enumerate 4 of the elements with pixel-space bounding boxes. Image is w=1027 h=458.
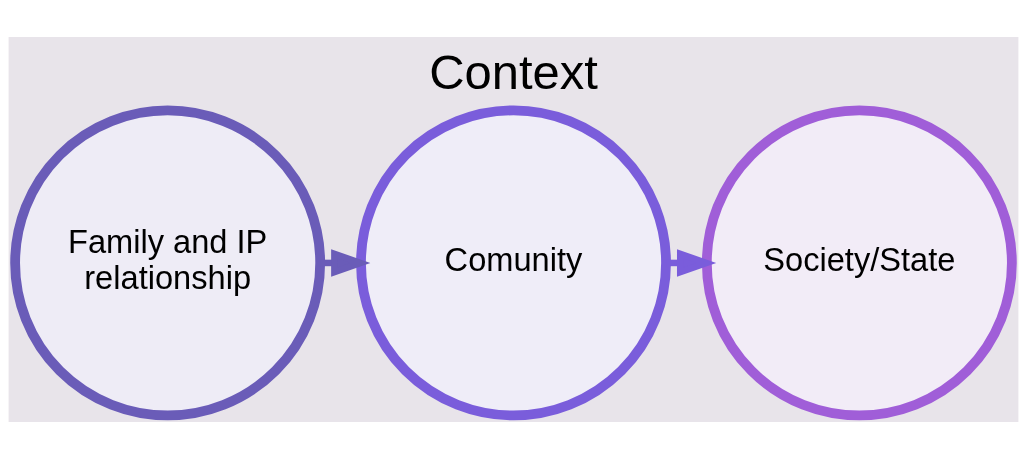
- node-circle: Society/State: [701, 105, 1017, 420]
- diagram-title: Context: [429, 44, 598, 99]
- node-circle: Family and IP relationship: [10, 105, 326, 420]
- node-circle: Comunity: [356, 105, 671, 420]
